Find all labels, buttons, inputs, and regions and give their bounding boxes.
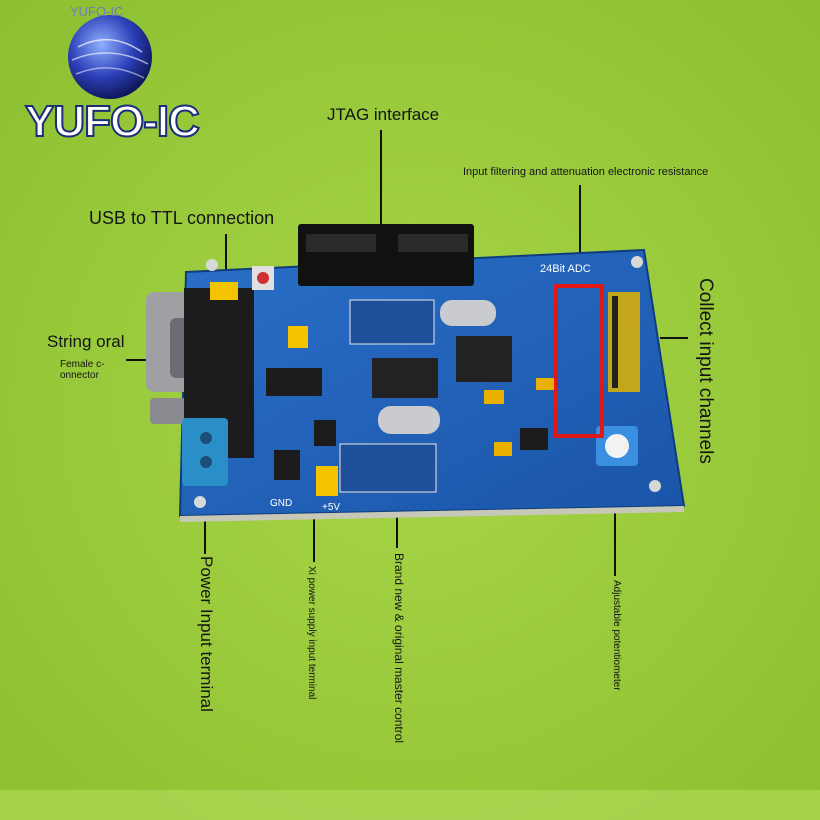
label-female-connector: Female c-onnector <box>60 359 105 381</box>
pcb-board: 24Bit ADC GND +5V <box>146 224 686 522</box>
logo-wordmark: YUFO-IC <box>24 97 201 146</box>
label-collect-channels: Collect input channels <box>695 278 716 464</box>
adc-silkscreen: 24Bit ADC <box>540 263 591 275</box>
label-master-control: Brand new & original master control <box>392 553 406 744</box>
mcu-chip <box>372 358 438 398</box>
label-power-input: Power Input terminal <box>197 556 216 712</box>
label-jtag: JTAG interface <box>327 105 440 124</box>
jtag-header <box>298 224 474 286</box>
power-terminal <box>182 418 228 486</box>
label-potentiometer: Adjustable potentiometer <box>611 580 622 691</box>
logo-panel: YUFO-IC <box>0 0 222 155</box>
gnd-silkscreen: GND <box>270 498 292 509</box>
label-filter-resistance: Input filtering and attenuation electron… <box>463 166 709 178</box>
logo-globe: YUFO-IC <box>68 4 152 99</box>
filter-resistors-highlight <box>554 284 604 438</box>
label-xi-power: Xi power supply input terminal <box>306 566 317 700</box>
plus5v-silkscreen: +5V <box>322 502 340 513</box>
label-string-oral: String oral <box>47 332 125 351</box>
logo-arc-text: YUFO-IC <box>70 4 123 19</box>
label-usb-ttl: USB to TTL connection <box>89 208 275 228</box>
